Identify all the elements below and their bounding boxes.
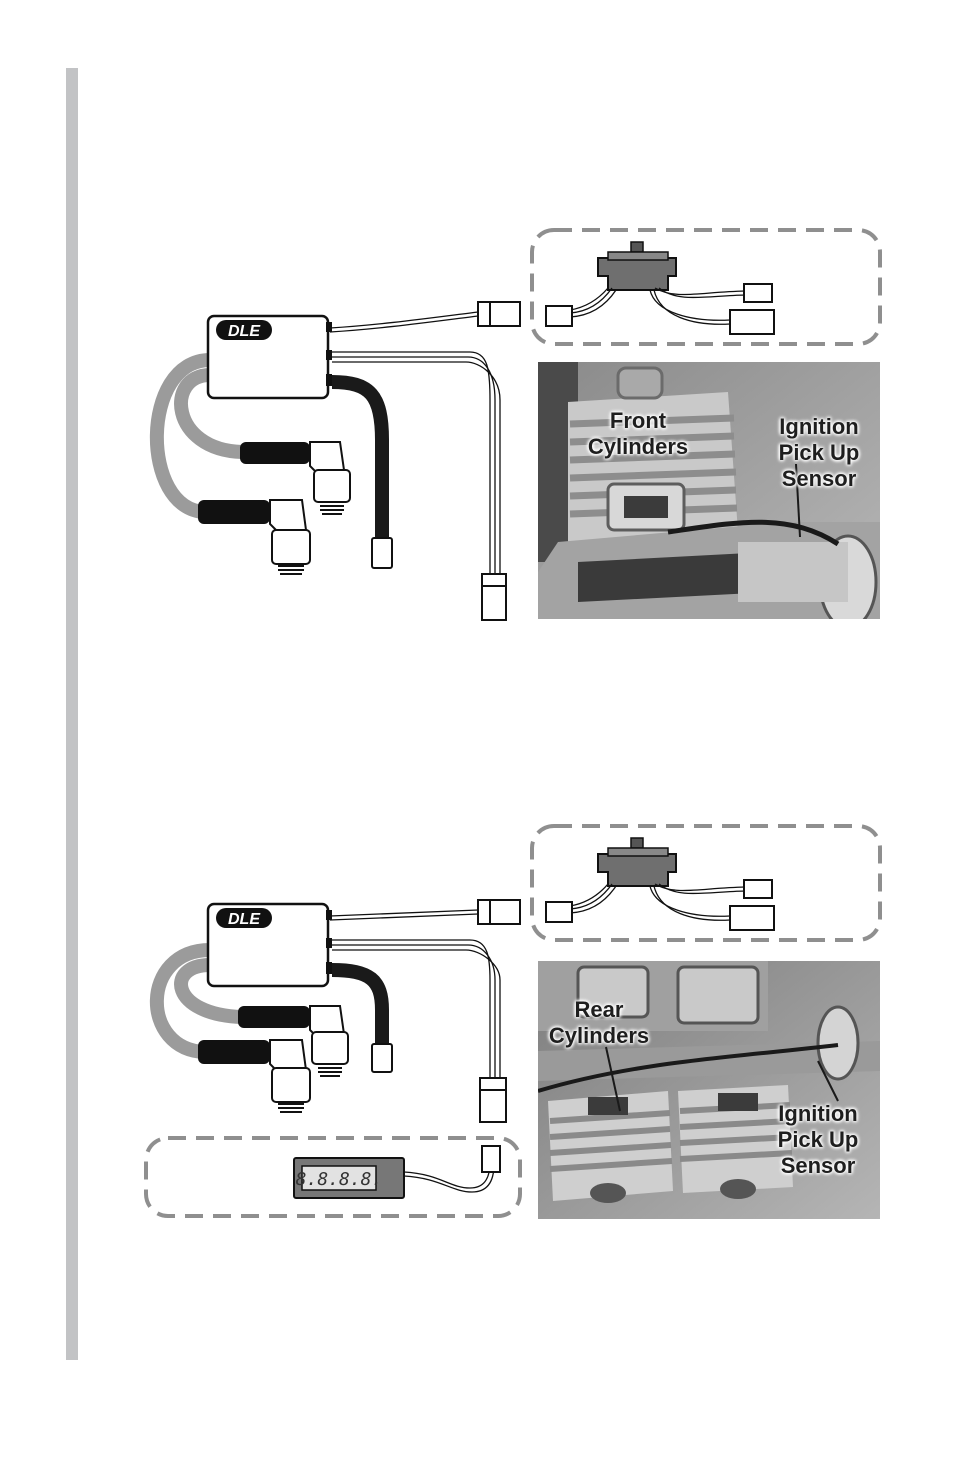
sensor-callout-box: [532, 826, 880, 940]
tachometer-readout: 8.8.8.8.: [296, 1169, 383, 1190]
power-lead-connector: [372, 538, 392, 568]
tach-lead: [332, 940, 500, 1080]
photo-label-cylinders: Cylinders: [538, 1023, 660, 1049]
photo-label-rear: Rear: [538, 997, 660, 1023]
ignition-module: DLE: [208, 316, 332, 398]
power-lead-connector: [372, 1044, 392, 1072]
tachometer-display-icon: 8.8.8.8.: [294, 1158, 404, 1198]
photo-label-sensor: Sensor: [764, 466, 874, 492]
sensor-extension-lead: [330, 312, 478, 332]
sensor-leads: [570, 884, 745, 920]
photo-label-ignition: Ignition: [764, 414, 874, 440]
photo-label-pick-up: Pick Up: [764, 440, 874, 466]
dle-logo: DLE: [228, 323, 261, 340]
front-cylinders-photo: Front Cylinders Ignition Pick Up Sensor: [538, 362, 880, 619]
pickup-sensor-icon: [598, 242, 676, 290]
sensor-callout-box: [532, 230, 880, 344]
spark-plug-cap-lower-icon: [198, 500, 310, 574]
sensor-extension-lead: [330, 910, 478, 920]
rear-cylinders-photo: Rear Cylinders Ignition Pick Up Sensor: [538, 961, 880, 1219]
ignition-diagram-bottom: DLE 8.8.: [0, 810, 954, 1230]
pickup-sensor-icon: [598, 838, 676, 886]
photo-label-sensor: Sensor: [762, 1153, 874, 1179]
photo-label-pick-up: Pick Up: [762, 1127, 874, 1153]
spark-plug-cap-lower-icon: [198, 1040, 310, 1112]
ignition-module: DLE: [208, 904, 332, 986]
dle-logo: DLE: [228, 911, 261, 928]
tachometer-connector: [482, 1146, 500, 1172]
ignition-diagram-top: DLE: [0, 0, 954, 640]
sensor-leads: [570, 288, 745, 324]
photo-label-cylinders: Cylinders: [578, 434, 698, 460]
photo-label-ignition: Ignition: [762, 1101, 874, 1127]
tachometer-lead: [404, 1152, 494, 1192]
photo-label-front: Front: [578, 408, 698, 434]
